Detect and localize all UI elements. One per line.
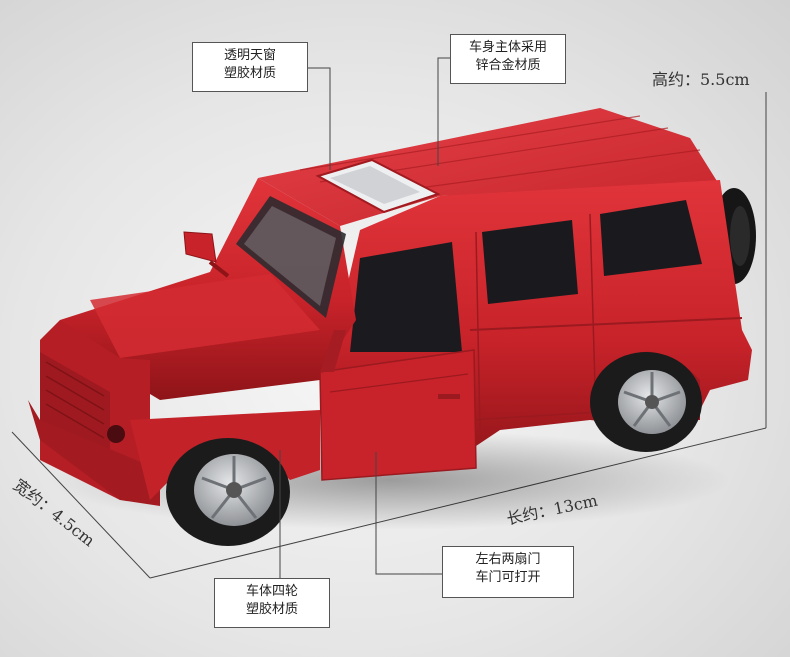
callout-body-line2: 锌合金材质 <box>475 58 541 73</box>
callout-body-line1: 车身主体采用 <box>468 40 547 55</box>
front-wheel <box>166 438 290 546</box>
windshield <box>236 196 346 318</box>
callout-wheels-line1: 车体四轮 <box>245 584 298 599</box>
middle-side-window <box>482 220 578 304</box>
headlight <box>107 425 125 443</box>
side-mirror <box>183 231 217 263</box>
open-door <box>319 349 477 481</box>
callout-skylight-line2: 塑胶材质 <box>223 66 276 81</box>
rear-side-window <box>600 200 702 276</box>
callout-doors: 左右两扇门 车门可打开 <box>442 546 574 598</box>
callout-body-material: 车身主体采用 锌合金材质 <box>450 34 566 84</box>
callout-skylight-line1: 透明天窗 <box>223 48 276 63</box>
callout-doors-line1: 左右两扇门 <box>475 552 541 567</box>
callout-doors-line2: 车门可打开 <box>475 570 541 585</box>
callout-skylight: 透明天窗 塑胶材质 <box>192 42 308 92</box>
callout-wheels: 车体四轮 塑胶材质 <box>214 578 330 628</box>
dimension-height: 高约：5.5cm <box>652 70 750 89</box>
rear-wheel <box>590 352 702 452</box>
front-door-opening <box>350 242 462 352</box>
callout-wheels-line2: 塑胶材质 <box>245 602 298 617</box>
callout-leaders <box>279 57 450 592</box>
